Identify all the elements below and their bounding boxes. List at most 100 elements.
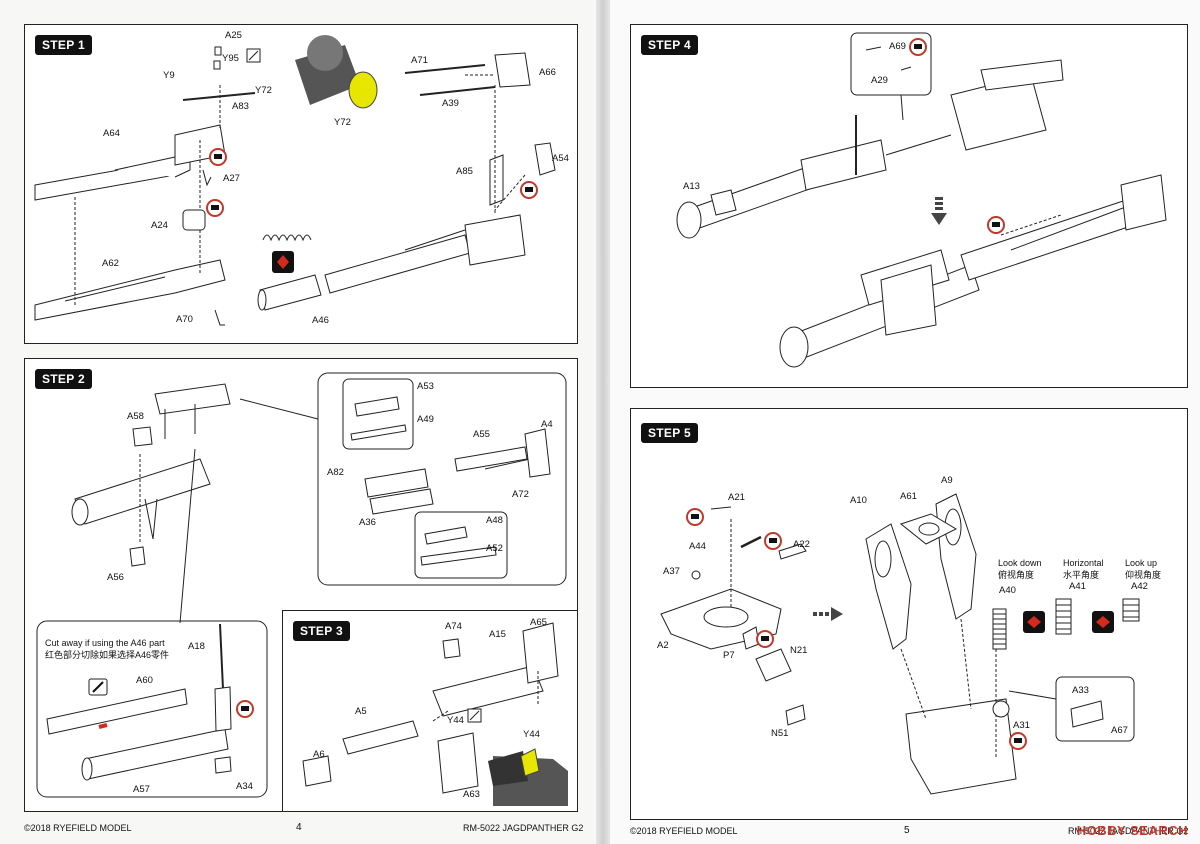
label-A57: A57 (133, 784, 150, 795)
decal-icon (467, 708, 482, 723)
step1-panel: STEP 1 (24, 24, 578, 344)
label-A21: A21 (728, 492, 745, 503)
label-P7: P7 (723, 650, 735, 661)
label-A67: A67 (1111, 725, 1128, 736)
footer-left-page-number: 4 (296, 822, 302, 833)
label-Y72a: Y72 (255, 85, 272, 96)
glue-icon (909, 38, 927, 56)
label-A34: A34 (236, 781, 253, 792)
label-A37: A37 (663, 566, 680, 577)
label-N21: N21 (790, 645, 808, 656)
label-N51: N51 (771, 728, 789, 739)
label-A44: A44 (689, 541, 706, 552)
watermark-brand: HOBBY SEARCH (1077, 823, 1188, 838)
glue-icon (1009, 732, 1027, 750)
label-A65: A65 (530, 617, 547, 628)
label-Y72b: Y72 (334, 117, 351, 128)
label-A4: A4 (541, 419, 553, 430)
glue-icon (209, 148, 227, 166)
label-A61: A61 (900, 491, 917, 502)
binding-gutter (596, 0, 610, 844)
label-A82: A82 (327, 467, 344, 478)
look-down-label-en: Look down (998, 558, 1042, 568)
step2-badge: STEP 2 (35, 369, 92, 389)
glue-icon (764, 532, 782, 550)
label-A36: A36 (359, 517, 376, 528)
label-A53: A53 (417, 381, 434, 392)
label-A22: A22 (793, 539, 810, 550)
step3-diagram (302, 622, 568, 806)
glue-icon (206, 199, 224, 217)
label-A24: A24 (151, 220, 168, 231)
look-down-label-cn: 俯视角度 (998, 570, 1035, 580)
step5-panel: STEP 5 (630, 408, 1188, 820)
step4-badge: STEP 4 (641, 35, 698, 55)
label-A48: A48 (486, 515, 503, 526)
label-A55: A55 (473, 429, 490, 440)
look-up-label-en: Look up (1125, 558, 1158, 568)
label-A56: A56 (107, 572, 124, 583)
label-A31: A31 (1013, 720, 1030, 731)
swap-arrows-icon (1092, 611, 1114, 633)
label-A25: A25 (225, 30, 242, 41)
footer-left-copyright: ©2018 RYEFIELD MODEL (24, 823, 132, 833)
label-A69: A69 (889, 41, 906, 52)
label-A5: A5 (355, 706, 367, 717)
step3-panel: STEP 3 A74 A15 A65 A5 Y44 A6 A63 Y44 (282, 610, 578, 812)
label-A6: A6 (313, 749, 325, 760)
footer-right-page-number: 5 (904, 825, 910, 836)
step4-diagram (676, 32, 1167, 368)
marker-icon (88, 678, 108, 696)
label-A60: A60 (136, 675, 153, 686)
label-A62: A62 (102, 258, 119, 269)
label-A74: A74 (445, 621, 462, 632)
step1-badge: STEP 1 (35, 35, 92, 55)
label-A27: A27 (223, 173, 240, 184)
horizontal-label-en: Horizontal (1063, 558, 1104, 568)
label-A85: A85 (456, 166, 473, 177)
step4-panel: STEP 4 (630, 24, 1188, 388)
label-A64: A64 (103, 128, 120, 139)
step2-diagram (36, 372, 567, 798)
decal-icon (246, 48, 261, 63)
label-A18: A18 (188, 641, 205, 652)
look-up-label-cn: 仰视角度 (1125, 570, 1162, 580)
label-Y44b: Y44 (523, 729, 540, 740)
glue-icon (520, 181, 538, 199)
cut-away-note-en: Cut away if using the A46 part (45, 638, 165, 648)
label-A13: A13 (683, 181, 700, 192)
label-A83: A83 (232, 101, 249, 112)
arrow-right-icon (813, 607, 843, 621)
label-A71: A71 (411, 55, 428, 66)
label-A15: A15 (489, 629, 506, 640)
glue-icon (236, 700, 254, 718)
label-A66: A66 (539, 67, 556, 78)
step5-badge: STEP 5 (641, 423, 698, 443)
footer-right-product: RM-5022 JAGDPANTHER G2 (1068, 826, 1189, 836)
swap-arrows-icon (1023, 611, 1045, 633)
label-A42: A42 (1131, 581, 1148, 592)
glue-icon (987, 216, 1005, 234)
horizontal-label-cn: 水平角度 (1063, 570, 1100, 580)
footer-right-copyright: ©2018 RYEFIELD MODEL (630, 826, 738, 836)
label-A52: A52 (486, 543, 503, 554)
swap-arrows-icon (272, 251, 294, 273)
glue-icon (756, 630, 774, 648)
label-Y95: Y95 (222, 53, 239, 64)
step1-diagram (34, 35, 556, 326)
glue-icon (686, 508, 704, 526)
label-A39: A39 (442, 98, 459, 109)
label-A9: A9 (941, 475, 953, 486)
label-A49: A49 (417, 414, 434, 425)
watermark-text: HOBBY SEARCH (1076, 823, 1188, 838)
step3-badge: STEP 3 (293, 621, 350, 641)
footer-left-product: RM-5022 JAGDPANTHER G2 (463, 823, 584, 833)
label-A58: A58 (127, 411, 144, 422)
arrow-down-icon (931, 197, 947, 225)
label-A46: A46 (312, 315, 329, 326)
step5-diagram (660, 493, 1140, 795)
label-A41: A41 (1069, 581, 1086, 592)
cut-away-note-cn: 红色部分切除如果选择A46零件 (45, 650, 170, 660)
label-A54: A54 (552, 153, 569, 164)
label-A72: A72 (512, 489, 529, 500)
